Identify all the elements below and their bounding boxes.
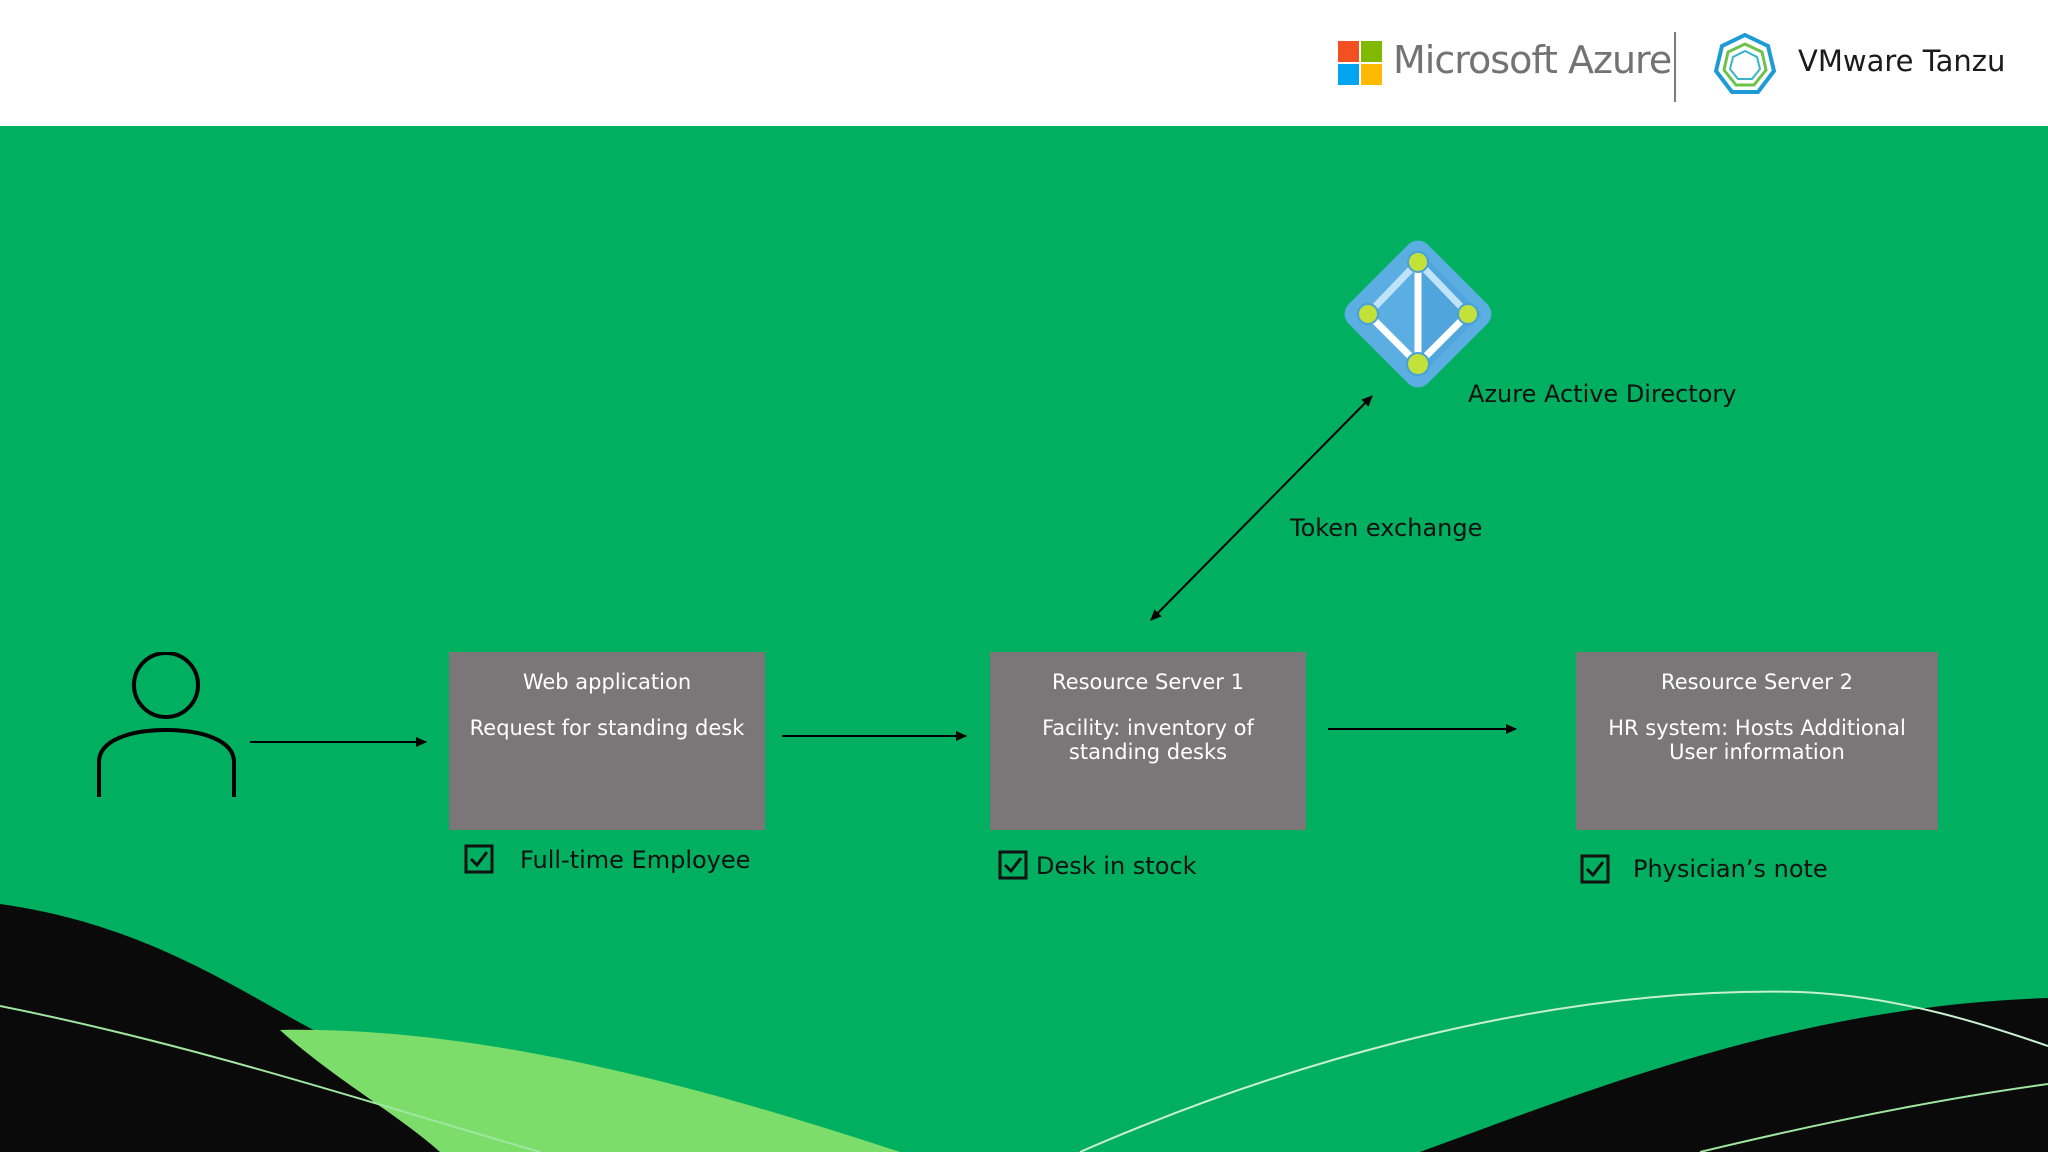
decorative-waves [0,904,2048,1152]
full-time-employee-checkbox-icon [464,844,494,874]
desk-in-stock-label: Desk in stock [1036,852,1197,880]
resource-server-1-box: Resource Server 1 Facility: inventory of… [990,652,1306,830]
vmware-tanzu-logo-text: VMware Tanzu [1798,44,2006,78]
microsoft-azure-logo-text: Microsoft Azure [1393,38,1672,82]
desk-in-stock-checkbox-icon [998,850,1028,880]
user-person-icon [97,652,236,797]
physicians-note-label: Physician’s note [1633,855,1828,883]
azure-active-directory-label: Azure Active Directory [1468,380,1737,408]
resource-server-1-title: Resource Server 1 [1052,670,1244,694]
full-time-employee-label: Full-time Employee [520,846,751,874]
resource-server-2-body: HR system: Hosts Additional User informa… [1608,716,1906,764]
azure-active-directory-icon [1344,240,1492,388]
physicians-note-checkbox-icon [1580,854,1610,884]
diagram-canvas: Azure Active Directory Token exchange We… [0,126,2048,1152]
web-application-box: Web application Request for standing des… [449,652,765,830]
resource-server-2-box: Resource Server 2 HR system: Hosts Addit… [1576,652,1938,830]
web-application-title: Web application [522,670,692,694]
vmware-tanzu-logo-icon [1713,32,1777,94]
resource-server-1-body: Facility: inventory of standing desks [1042,716,1254,764]
resource-server-2-title: Resource Server 2 [1661,670,1853,694]
header-bar: Microsoft Azure VMware Tanzu [0,0,2048,126]
logo-divider [1674,32,1676,102]
microsoft-logo-icon [1338,41,1382,85]
token-exchange-label: Token exchange [1290,514,1483,542]
web-application-body: Request for standing desk [469,716,745,740]
arrow-token-exchange [1150,395,1373,621]
connectors-layer [250,395,1517,747]
